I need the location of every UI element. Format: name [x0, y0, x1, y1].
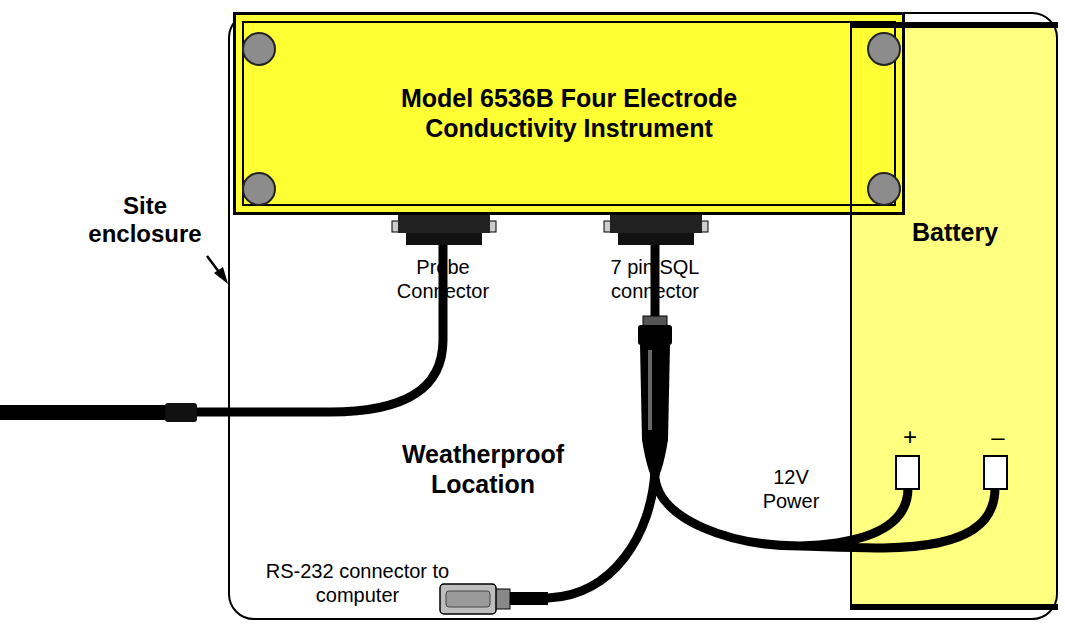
battery-terminal	[895, 455, 920, 490]
instrument-title: Model 6536B Four Electrode Conductivity …	[354, 84, 784, 143]
location-label: Weatherproof Location	[373, 440, 593, 499]
instrument-box: Model 6536B Four Electrode Conductivity …	[233, 12, 905, 215]
cable-ferrule	[165, 403, 197, 422]
sql-connector	[604, 214, 708, 245]
sql-plug	[638, 316, 672, 482]
probe-connector	[392, 214, 496, 245]
enclosure-label: Site enclosure	[75, 192, 215, 249]
rs232-connector	[440, 584, 548, 614]
site-enclosure: Site enclosureWeatherproof LocationModel…	[228, 12, 1058, 620]
edge-label: 12V Power	[755, 466, 827, 513]
probe-cable	[195, 245, 443, 412]
power-cable	[655, 215, 995, 548]
terminal-sign: +	[897, 423, 923, 451]
terminal-sign: –	[985, 423, 1011, 451]
battery-terminal	[983, 455, 1008, 490]
mounting-screw	[867, 32, 901, 66]
rs232-cable	[548, 470, 655, 598]
mounting-screw	[242, 172, 276, 206]
battery-box: Battery + –	[850, 22, 1058, 610]
cable-label: RS-232 connector to computer	[250, 560, 465, 607]
mounting-screw	[242, 32, 276, 66]
probe-cable-outer	[0, 405, 170, 420]
pointer-head	[214, 267, 228, 284]
connector-label: 7 pin SQL connector	[580, 256, 730, 303]
connector-label: Probe Connector	[383, 256, 503, 303]
mounting-screw	[867, 172, 901, 206]
battery-label: Battery	[852, 218, 1058, 248]
